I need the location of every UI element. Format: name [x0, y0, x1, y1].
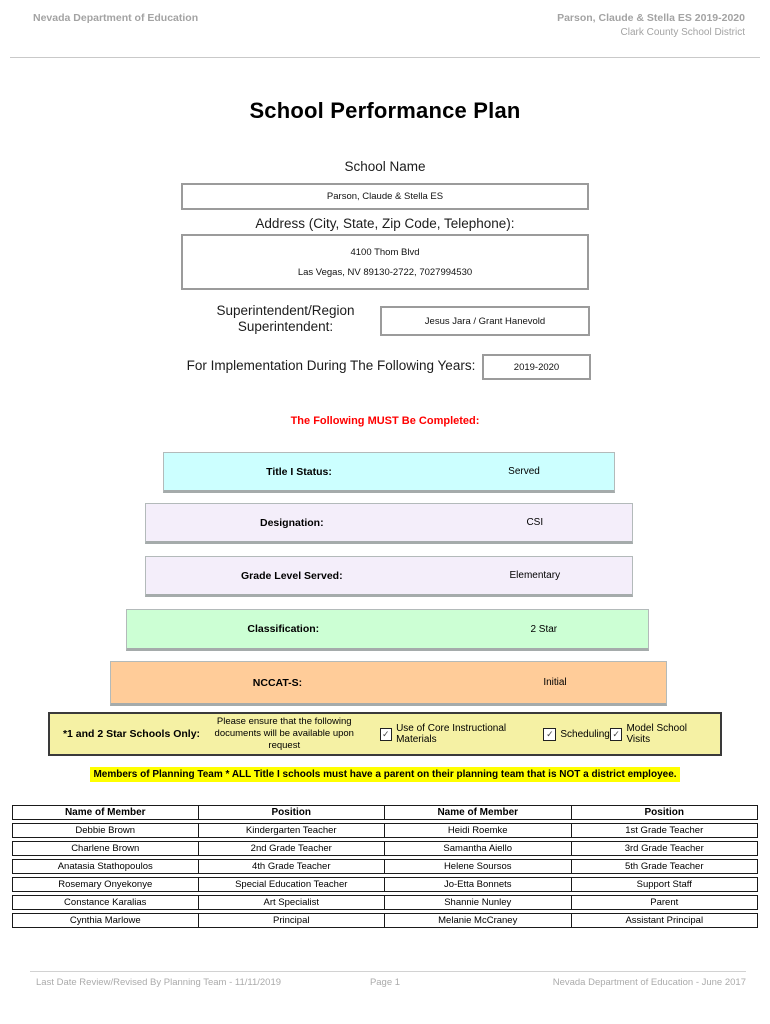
member-position: Kindergarten Teacher — [198, 823, 385, 838]
footer-page-number: Page 1 — [369, 977, 401, 988]
planning-team-notice: Members of Planning Team * ALL Title I s… — [0, 764, 770, 782]
superintendent-label: Superintendent/Region Superintendent: — [216, 303, 355, 334]
col-header-name-1: Name of Member — [12, 805, 199, 820]
status-row-classification: Classification: 2 Star — [126, 609, 649, 651]
star-schools-note-line2: documents will be available upon request — [214, 728, 354, 751]
must-complete-notice: The Following MUST Be Completed: — [290, 415, 480, 427]
status-row-title-i-status: Title I Status: Served — [163, 452, 615, 493]
member-name: Heidi Roemke — [385, 823, 572, 838]
member-position: Special Education Teacher — [198, 877, 385, 892]
member-name: Anatasia Stathopoulos — [12, 859, 199, 874]
footer-department: Nevada Department of Education - June 20… — [552, 977, 746, 988]
school-name-label: School Name — [344, 159, 426, 174]
grade-level-value: Elementary — [509, 570, 561, 581]
address-line2: Las Vegas, NV 89130-2722, 7027994530 — [297, 266, 473, 278]
checkbox-item-scheduling[interactable]: Scheduling — [543, 727, 610, 741]
footer-divider — [30, 971, 746, 972]
member-name: Helene Soursos — [385, 859, 572, 874]
member-name: Jo-Etta Bonnets — [385, 877, 572, 892]
member-name: Debbie Brown — [12, 823, 199, 838]
checkbox-item-model-school-visits[interactable]: Model School Visits — [609, 723, 710, 745]
table-header-row: Name of Member Position Name of Member P… — [12, 805, 758, 820]
footer-review-date: Last Date Review/Revised By Planning Tea… — [36, 977, 282, 988]
superintendent-value: Jesus Jara / Grant Hanevold — [424, 315, 546, 327]
classification-label: Classification: — [247, 623, 320, 635]
member-name: Charlene Brown — [12, 841, 199, 856]
star-schools-label: *1 and 2 Star Schools Only: — [62, 728, 201, 740]
checkbox-label-scheduling: Scheduling — [560, 728, 610, 740]
member-name: Rosemary Onyekonye — [12, 877, 199, 892]
title-i-status-label: Title I Status: — [266, 465, 332, 478]
col-header-position-2: Position — [571, 805, 758, 820]
checkbox-group: Use of Core Instructional Materials Sche… — [366, 723, 711, 745]
checkbox-icon[interactable] — [609, 727, 623, 741]
designation-label: Designation: — [260, 516, 324, 529]
col-header-name-2: Name of Member — [385, 805, 572, 820]
table-row: Anatasia Stathopoulos 4th Grade Teacher … — [12, 859, 758, 874]
planning-team-table: Name of Member Position Name of Member P… — [12, 802, 758, 931]
checkbox-item-core-materials[interactable]: Use of Core Instructional Materials — [379, 723, 544, 745]
star-schools-note-line1: Please ensure that the following — [216, 716, 352, 727]
status-row-nccat-s: NCCAT-S: Initial — [110, 661, 667, 706]
member-position: Assistant Principal — [571, 913, 758, 928]
table-row: Debbie Brown Kindergarten Teacher Heidi … — [12, 823, 758, 838]
member-position: Principal — [198, 913, 385, 928]
member-name: Shannie Nunley — [385, 895, 572, 910]
address-field[interactable]: 4100 Thom Blvd Las Vegas, NV 89130-2722,… — [181, 234, 589, 290]
checkbox-label-model-school-visits: Model School Visits — [626, 723, 688, 745]
status-row-designation: Designation: CSI — [145, 503, 633, 544]
star-schools-note: Please ensure that the following documen… — [203, 716, 366, 752]
table-row: Rosemary Onyekonye Special Education Tea… — [12, 877, 758, 892]
table-row: Cynthia Marlowe Principal Melanie McCran… — [12, 913, 758, 928]
member-name: Melanie McCraney — [385, 913, 572, 928]
status-row-grade-level: Grade Level Served: Elementary — [145, 556, 633, 597]
header-right-block: Parson, Claude & Stella ES 2019-2020 Cla… — [557, 12, 745, 38]
member-name: Cynthia Marlowe — [12, 913, 199, 928]
member-position: Support Staff — [571, 877, 758, 892]
designation-value: CSI — [526, 517, 544, 528]
checkbox-label-core-materials: Use of Core Instructional Materials — [396, 723, 507, 745]
member-position: 3rd Grade Teacher — [571, 841, 758, 856]
page-title: School Performance Plan — [249, 98, 521, 123]
table-row: Constance Karalias Art Specialist Shanni… — [12, 895, 758, 910]
school-name-value: Parson, Claude & Stella ES — [326, 191, 444, 202]
superintendent-field[interactable]: Jesus Jara / Grant Hanevold — [380, 306, 590, 336]
member-name: Samantha Aiello — [385, 841, 572, 856]
header-district: Clark County School District — [620, 27, 745, 38]
member-position: Parent — [571, 895, 758, 910]
header-left-text: Nevada Department of Education — [33, 12, 199, 24]
header-divider — [10, 57, 760, 58]
checkbox-icon[interactable] — [379, 727, 393, 741]
planning-team-notice-text: Members of Planning Team * ALL Title I s… — [90, 767, 680, 782]
grade-level-label: Grade Level Served: — [241, 569, 343, 582]
implementation-years-label: For Implementation During The Following … — [186, 358, 476, 373]
star-schools-bar: *1 and 2 Star Schools Only: Please ensur… — [48, 712, 722, 756]
classification-value: 2 Star — [530, 623, 558, 635]
table-row: Charlene Brown 2nd Grade Teacher Samanth… — [12, 841, 758, 856]
school-name-field[interactable]: Parson, Claude & Stella ES — [181, 183, 589, 210]
member-position: 1st Grade Teacher — [571, 823, 758, 838]
address-label: Address (City, State, Zip Code, Telephon… — [255, 216, 515, 231]
title-i-status-value: Served — [508, 466, 540, 477]
member-position: 4th Grade Teacher — [198, 859, 385, 874]
member-position: 5th Grade Teacher — [571, 859, 758, 874]
nccat-s-value: Initial — [543, 677, 567, 688]
nccat-s-label: NCCAT-S: — [252, 676, 303, 689]
header-school-year: Parson, Claude & Stella ES 2019-2020 — [557, 12, 745, 24]
member-position: Art Specialist — [198, 895, 385, 910]
member-name: Constance Karalias — [12, 895, 199, 910]
address-line1: 4100 Thom Blvd — [350, 246, 420, 258]
implementation-years-field[interactable]: 2019-2020 — [482, 354, 591, 380]
checkbox-icon[interactable] — [543, 727, 557, 741]
member-position: 2nd Grade Teacher — [198, 841, 385, 856]
implementation-years-value: 2019-2020 — [513, 361, 560, 373]
col-header-position-1: Position — [198, 805, 385, 820]
